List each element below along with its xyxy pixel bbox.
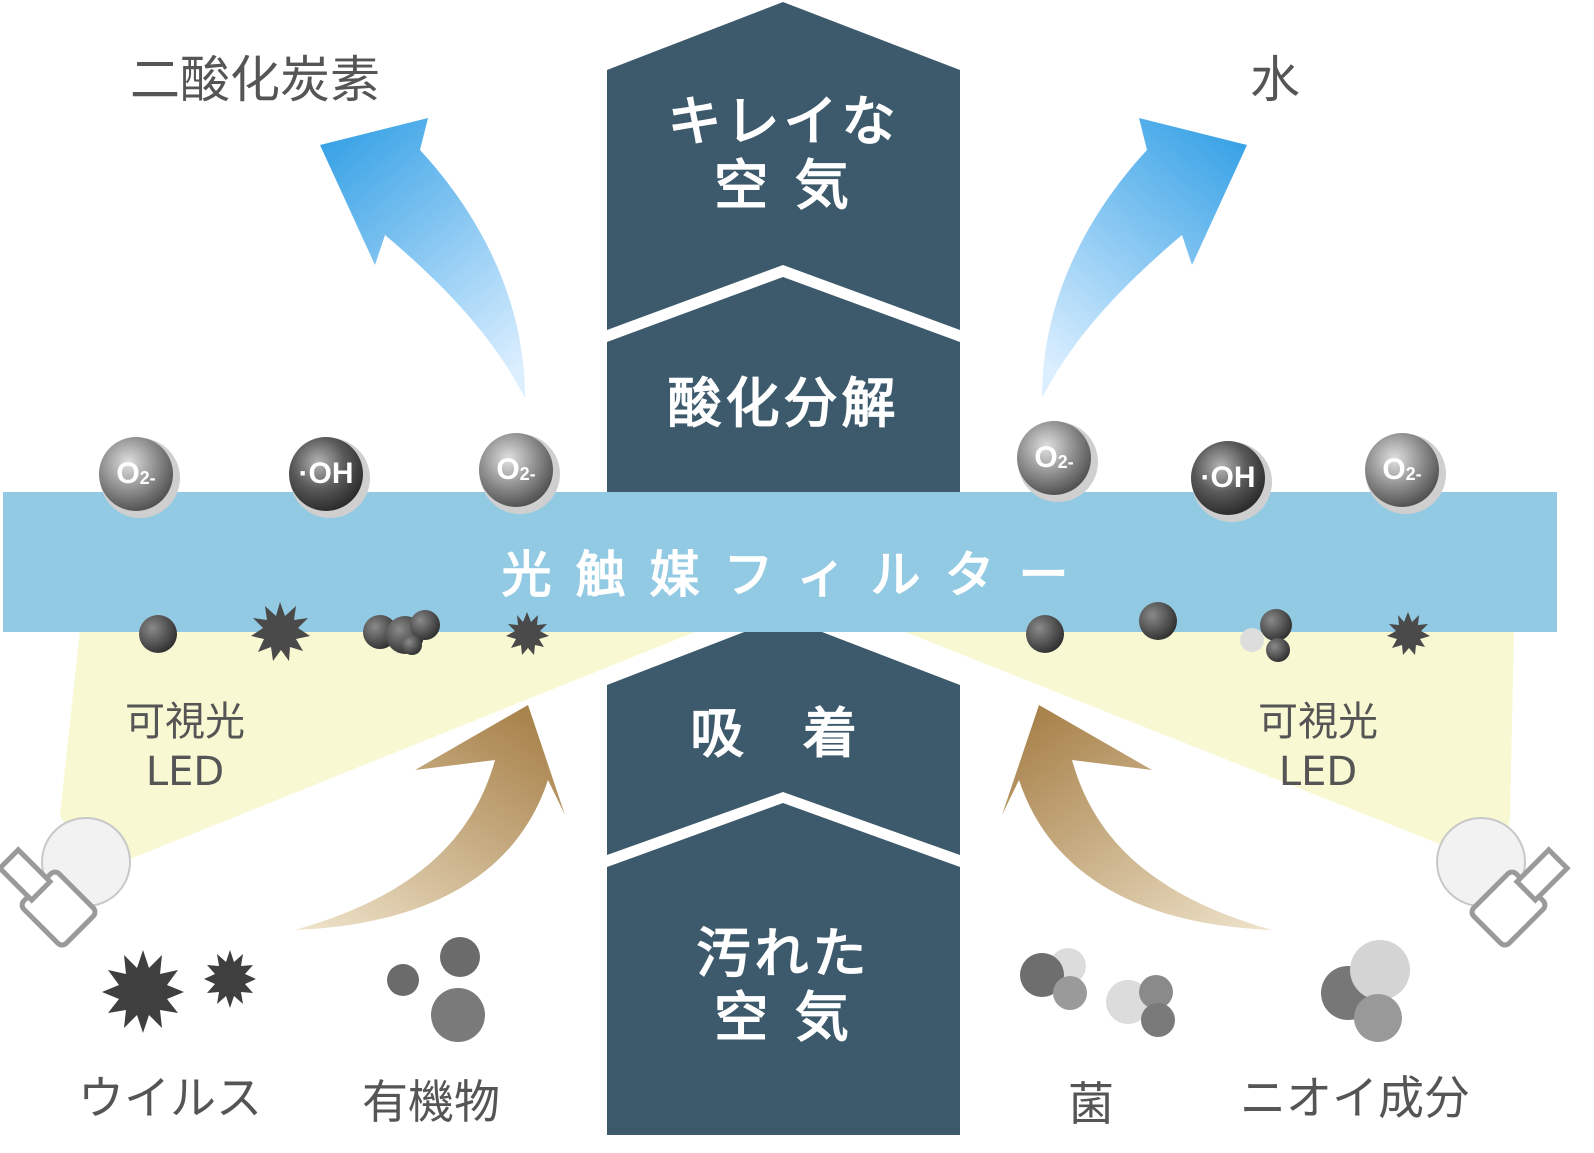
molecule-oh-2 bbox=[1191, 441, 1272, 522]
adsorbed-odor bbox=[1387, 612, 1430, 655]
led-light-right bbox=[900, 630, 1514, 870]
led-label-right: 可視光 LED bbox=[1258, 699, 1378, 795]
molecule-o2-4 bbox=[1365, 433, 1446, 514]
molecule-o2-1 bbox=[99, 437, 180, 518]
filter-label: 光触媒フィルター bbox=[501, 546, 1093, 604]
water-label: 水 bbox=[1250, 51, 1300, 109]
bacteria-icon bbox=[1020, 948, 1175, 1037]
led-light-left bbox=[60, 630, 700, 875]
organic-icon bbox=[431, 988, 485, 1042]
adsorbed-particle bbox=[139, 615, 177, 653]
clean-air-label: キレイな 空 気 bbox=[667, 90, 900, 217]
adsorbed-virus bbox=[251, 602, 310, 661]
odor-icon bbox=[1321, 940, 1410, 1042]
organic-icon bbox=[440, 937, 480, 977]
adsorption-box bbox=[607, 617, 960, 855]
led-lamp-left bbox=[0, 817, 131, 948]
brown-arrow-left bbox=[295, 705, 565, 930]
adsorption-label: 吸 着 bbox=[690, 702, 877, 765]
adsorbed-virus-small bbox=[506, 612, 549, 655]
photocatalyst-filter bbox=[3, 492, 1557, 632]
molecule-oh-1 bbox=[289, 437, 370, 518]
odor-label: ニオイ成分 bbox=[1240, 1071, 1470, 1125]
blue-arrow-right bbox=[1042, 118, 1247, 398]
clean-air-box bbox=[607, 2, 960, 330]
led-lamp-right bbox=[1436, 817, 1571, 948]
adsorbed-particle bbox=[1139, 602, 1177, 640]
molecule-o2-3 bbox=[1017, 421, 1098, 502]
virus-icon-small bbox=[204, 950, 256, 1008]
dirty-air-label: 汚れた 空 気 bbox=[696, 922, 871, 1049]
virus-icon-large bbox=[102, 950, 184, 1033]
virus-label: ウイルス bbox=[78, 1071, 262, 1125]
adsorbed-particle bbox=[1026, 615, 1064, 653]
oh-label: ·OH bbox=[298, 457, 354, 490]
organic-icon bbox=[387, 964, 419, 996]
co2-label: 二酸化炭素 bbox=[130, 51, 380, 109]
oxidation-label: 酸化分解 bbox=[667, 372, 900, 435]
blue-arrow-left bbox=[320, 118, 525, 398]
adsorbed-organic bbox=[363, 610, 440, 655]
bacteria-label: 菌 bbox=[1068, 1077, 1114, 1131]
led-label-left: 可視光 LED bbox=[125, 699, 245, 795]
dirty-air-box bbox=[607, 803, 960, 1135]
organic-label: 有機物 bbox=[362, 1075, 500, 1129]
oh-label: ·OH bbox=[1200, 461, 1256, 494]
molecule-o2-2 bbox=[479, 433, 560, 514]
oxidation-box bbox=[607, 277, 960, 492]
adsorbed-bacteria bbox=[1240, 609, 1292, 662]
brown-arrow-right bbox=[1002, 705, 1272, 930]
